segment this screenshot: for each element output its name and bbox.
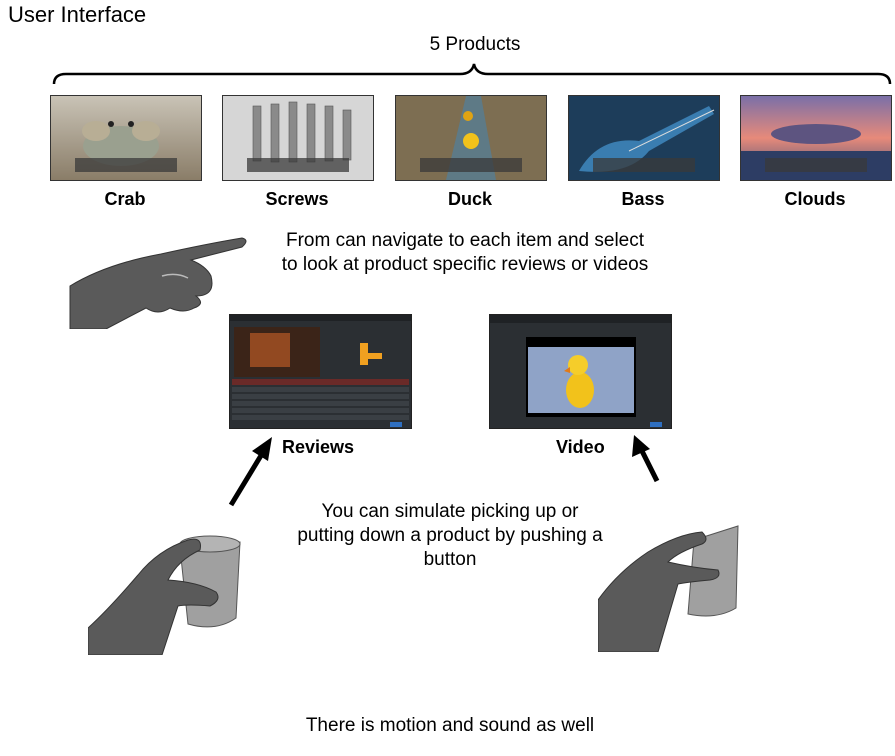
arrow-up-right-icon [228,437,272,507]
video-screenshot[interactable] [489,314,672,429]
product-name-duck: Duck [447,189,492,209]
product-thumbnail-screws[interactable] [222,95,374,181]
product-name-crab: Crab [104,189,146,209]
products-label: 5 Products [429,34,521,55]
product-thumbnail-bass[interactable] [568,95,720,181]
motion-sound-note: There is motion and sound as well [305,715,595,736]
arrow-up-left-icon [632,435,660,483]
product-name-bass: Bass [621,189,665,209]
navigate-description: From can navigate to each item and selec… [281,230,649,275]
product-thumbnail-duck[interactable] [395,95,547,181]
page-title: User Interface [8,2,147,27]
hand-placing-cup-icon [598,525,739,652]
hand-holding-cup-icon [88,535,241,655]
video-caption: Video [556,437,605,457]
product-name-screws: Screws [265,189,329,209]
product-name-clouds: Clouds [784,189,846,209]
product-thumbnail-clouds[interactable] [740,95,892,181]
products-brace [52,63,892,85]
reviews-screenshot[interactable] [229,314,412,429]
reviews-caption: Reviews [282,437,355,457]
pointing-hand-icon [69,237,247,329]
product-thumbnail-crab[interactable] [50,95,202,181]
pickup-description: You can simulate picking up or putting d… [297,501,603,570]
